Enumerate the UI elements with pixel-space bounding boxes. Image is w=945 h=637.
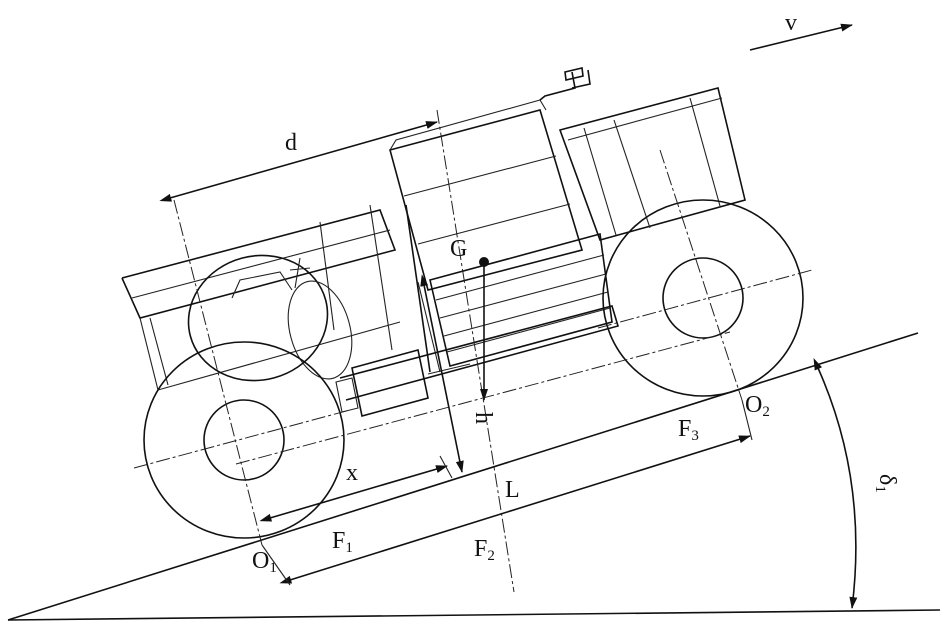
slope-line [7,332,919,621]
ground-line [7,609,941,621]
dim-l [279,435,751,584]
label-slope-angle: δ1 [872,474,900,493]
label-f1: F1 [332,528,353,556]
rear-frame-post-3 [689,97,721,207]
engine-top-detail [231,271,293,299]
rear-wheel-hub [662,257,744,339]
rear-wheel [602,199,804,397]
mid-plate-line-2 [439,273,607,319]
gearbox [351,349,429,417]
front-wheel [143,341,345,539]
label-l: L [505,477,520,503]
label-x: x [346,460,358,486]
tank-rib-2 [417,203,571,245]
engine-cylinder [187,254,329,382]
gearbox-flange [335,377,359,413]
ground [7,332,941,621]
front-frame-inner [131,229,391,299]
chassis-beam [339,305,620,401]
rear-frame-post-2 [613,119,651,229]
label-d: d [285,130,297,156]
front-frame-post-1 [149,317,169,386]
rear-wheel-tire [602,199,804,397]
engine-pipe [289,257,311,289]
dim-h [420,274,464,473]
label-h: h [470,412,496,424]
front-axle-vertical [173,199,263,546]
front-frame-post-3 [369,204,393,351]
gravity-vertical [436,109,515,593]
center-lines [133,109,813,593]
tank-rib-1 [403,155,557,197]
label-o2: O2 [745,392,770,420]
tank-box [389,109,584,291]
front-frame-outline [121,209,397,319]
chassis-centerline [235,331,731,465]
rear-axle-vertical [659,149,743,401]
left-post-2 [417,281,441,373]
rear-frame [558,87,746,241]
front-frame-post-2 [319,221,335,331]
dim-d [159,121,438,202]
front-axle-horizontal [133,409,351,469]
mid-plate-line-1 [435,254,605,301]
slope-angle-arc [813,357,858,609]
label-g: G [450,236,467,262]
front-wheel-hub [203,399,285,481]
rear-axle-horizontal [597,269,813,329]
engine-end-cap [287,280,353,380]
left-post [405,204,431,373]
velocity-arrow [749,23,853,51]
dim-f3-ext [741,399,753,441]
label-o1: O1 [252,548,277,576]
label-f2: F2 [474,536,495,564]
rear-frame-post-1 [583,127,617,236]
rear-frame-inner-1 [567,97,723,141]
dim-f1-ext [261,544,291,586]
mid-plate-line-3 [443,291,609,337]
dimensions [159,121,753,586]
front-wheel-tire [143,341,345,539]
label-f3: F3 [678,416,699,444]
exhaust-pipe [539,67,591,101]
tank-box-top [389,99,547,151]
label-velocity: v [785,10,797,36]
